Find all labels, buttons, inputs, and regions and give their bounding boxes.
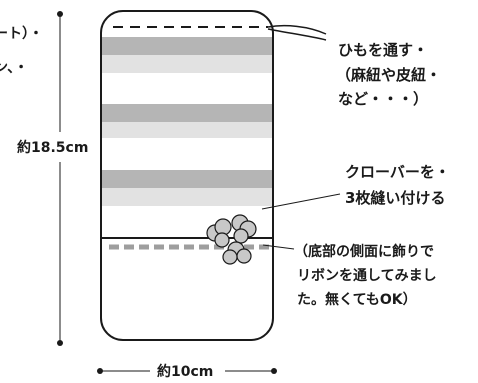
- bag-outline: [100, 10, 274, 341]
- string-note-line-1: ひもを通す・: [338, 41, 428, 59]
- string-end-lower: [267, 28, 327, 41]
- ribbon-note-line-1: （底部の側面に飾りで: [294, 243, 434, 260]
- ribbon-leader-line: [262, 244, 295, 250]
- string-end-upper: [267, 24, 327, 35]
- stripe-dark-2: [101, 104, 273, 122]
- height-label: 約18.5cm: [17, 139, 88, 156]
- clover-note-line-2: 3枚縫い付ける: [345, 189, 445, 207]
- width-label: 約10cm: [157, 363, 213, 380]
- string-note-line-2: （麻紐や皮紐・: [336, 66, 441, 84]
- string-note-line-3: など・・・）: [338, 90, 428, 108]
- clover-note-line-1: クローバーを・: [345, 163, 450, 181]
- bag-stripes: [101, 37, 273, 206]
- clover-icon: [206, 214, 257, 265]
- stripe-light-3: [101, 188, 273, 206]
- ribbon-note-line-3: た。無くてもOK）: [297, 291, 417, 308]
- clover-leader-line: [261, 193, 341, 210]
- width-dimension-dot-left: [97, 368, 103, 374]
- stripe-light-2: [101, 122, 273, 138]
- width-dimension-dot-right: [271, 368, 277, 374]
- ribbon-note-line-2: リボンを通してみまし: [297, 268, 437, 284]
- stripe-light-1: [101, 55, 273, 73]
- height-dimension-dot-bottom: [57, 340, 63, 346]
- stripe-dark-1: [101, 37, 273, 55]
- stripe-dark-3: [101, 170, 273, 188]
- left-note-line-1: ート）・: [0, 26, 43, 42]
- height-dimension-dot-top: [57, 11, 63, 17]
- left-note-line-2: ン、・: [0, 60, 28, 76]
